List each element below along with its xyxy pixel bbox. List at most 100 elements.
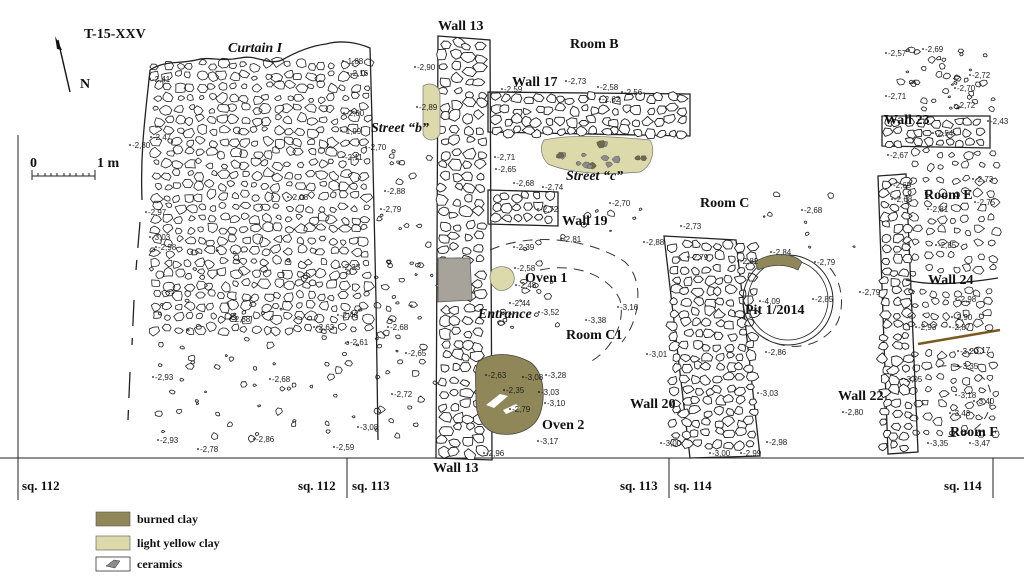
elevation-point [932,132,934,134]
elevation-label: -3,43 [952,409,971,418]
elevation-point [391,393,393,395]
elevation-point [954,104,956,106]
elevation-label: -3,35 [930,439,949,448]
elevation-point [483,452,485,454]
elevation-point [149,78,151,80]
elevation-point [494,156,496,158]
elevation-label: -2,65 [498,165,517,174]
elevation-markers: -2,41-2,47-2,80-2,97-3,03-2,98-2,88-2,93… [129,45,1009,458]
elevation-point [972,178,974,180]
room-e-stones [907,147,1002,277]
elevation-point [560,238,562,240]
elevation-point [660,442,662,444]
elevation-point [414,66,416,68]
elevation-label: -2,08 [290,193,309,202]
elevation-label: -2,48 [518,281,537,290]
elevation-label: -2,98 [769,438,788,447]
street-b-clay-patch [422,83,441,141]
elevation-point [339,266,341,268]
entrance-label: Entrance [477,307,532,322]
elevation-label: -2,59 [336,443,355,452]
elevation-point [150,136,152,138]
elevation-label: -2,47 [153,133,172,142]
elevation-label: -2,54 [935,129,954,138]
elevation-label: -2,88 [387,187,406,196]
oven-2 [475,354,544,435]
wall-13-top-label: Wall 13 [438,19,484,34]
entrance-burned-clay [437,257,473,303]
elevation-label: -2,82 [740,257,759,266]
elevation-point [759,300,761,302]
elevation-point [951,316,953,318]
elevation-label: -2,81 [563,235,582,244]
elevation-point [955,394,957,396]
north-arrow-icon [55,36,71,93]
elevation-label: -2,93 [918,323,937,332]
elevation-point [509,408,511,410]
elevation-point [891,198,893,200]
elevation-label: -3,28 [548,371,567,380]
elevation-point [342,156,344,158]
elevation-label: -3,01 [649,350,668,359]
elevation-label: -2,70 [957,84,976,93]
room-c1-label: Room C1 [566,328,622,343]
elevation-label: -2,59 [504,85,523,94]
elevation-label: -2,75 [977,198,996,207]
plan-id: T-15-XXV [84,27,146,42]
elevation-label: -3,00 [712,449,731,458]
wall-24-label: Wall 24 [928,273,974,288]
elevation-label: -2,73 [975,175,994,184]
elevation-label: -3,52 [541,308,560,317]
elevation-point [537,208,539,210]
elevation-point [513,246,515,248]
room-c-label: Room C [700,196,749,211]
elevation-point [537,440,539,442]
elevation-point [342,60,344,62]
elevation-label: -3,17 [540,437,559,446]
elevation-label: -2,79 [383,205,402,214]
elevation-point [687,256,689,258]
elevation-point [357,426,359,428]
elevation-point [287,196,289,198]
elevation-point [145,211,147,213]
elevation-point [859,291,861,293]
elevation-point [766,441,768,443]
elevation-label: -2,88 [646,238,665,247]
elevation-point [269,378,271,380]
scale-end-label: 1 m [97,156,120,171]
elevation-point [347,72,349,74]
elevation-label: -3,16 [620,303,639,312]
elevation-point [957,350,959,352]
elevation-label: -2,72 [394,390,413,399]
elevation-label: -3,03 [760,389,779,398]
room-f-label: Room F [950,425,998,440]
legend-label-burned-clay: burned clay [137,512,198,526]
elevation-label: -2,58 [600,83,619,92]
elevation-label: -2,81 [930,205,949,214]
elevation-point [509,302,511,304]
elevation-label: -2,89 [419,103,438,112]
elevation-point [770,251,772,253]
elevation-label: -2,69 [925,45,944,54]
elevation-point [585,319,587,321]
wall-22 [875,173,919,455]
elevation-label: -2,70 [368,143,387,152]
elevation-point [617,306,619,308]
elevation-label: -2,72 [540,205,559,214]
elevation-point [416,106,418,108]
elevation-label: -4,09 [762,297,781,306]
elevation-label: -3,20 [960,347,979,356]
elevation-label: -3,38 [588,316,607,325]
elevation-point [347,341,349,343]
elevation-label: -2,85 [815,295,834,304]
elevation-point [814,261,816,263]
elevation-label: -2,68 [804,206,823,215]
elevation-label: -2,35 [506,386,525,395]
elevation-point [801,209,803,211]
elevation-point [229,318,231,320]
scale-start-label: 0 [30,156,37,171]
elevation-label: -2,87 [952,323,971,332]
wall-23-label: Wall 23 [884,113,930,128]
elevation-point [957,365,959,367]
pit-label: Pit 1/2014 [745,303,805,318]
